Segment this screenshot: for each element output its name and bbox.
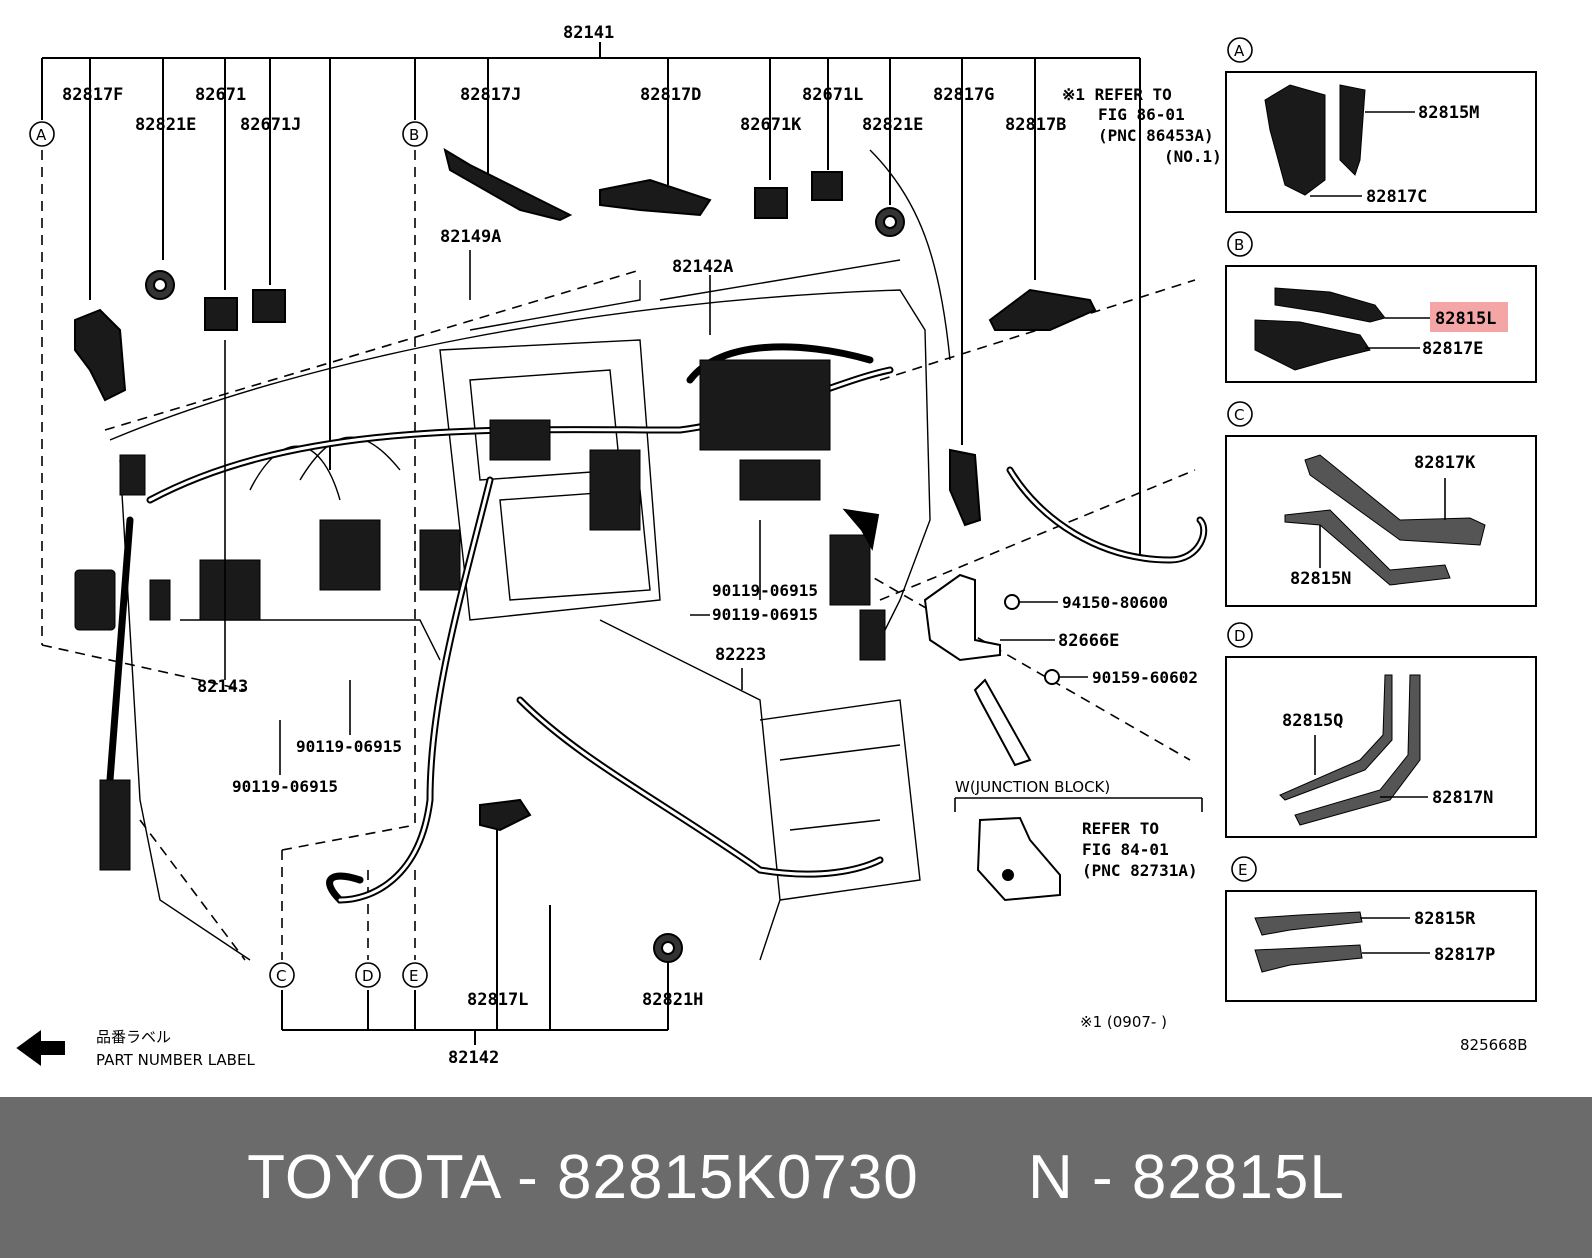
part-number-caption: TOYOTA - 82815K0730 N - 82815L — [247, 1143, 1345, 1212]
label-82666E: 82666E — [1058, 631, 1119, 651]
inset-labels: 82815M 82817C 82815L 82817E 82817K 82815… — [1282, 103, 1496, 965]
marker-A-main: A — [36, 126, 47, 144]
inset-A-part-2: 82817C — [1366, 187, 1427, 207]
inset-E-part-2: 82817P — [1434, 945, 1495, 965]
label-82149A: 82149A — [440, 227, 501, 247]
junction-block-note: W(JUNCTION BLOCK) REFER TO FIG 84-01 (PN… — [955, 778, 1198, 880]
label-90119-d: 90119-06915 — [232, 777, 338, 796]
inset-B-part-1: 82815L — [1435, 309, 1496, 329]
inset-E-part-1: 82815R — [1414, 909, 1476, 929]
ref1-line4: (NO.1) — [1164, 147, 1222, 166]
arrows — [16, 508, 880, 1066]
label-90119-b: 90119-06915 — [712, 605, 818, 624]
label-82821E-b: 82821E — [862, 115, 923, 135]
ref1-line1: ※1 REFER TO — [1062, 85, 1172, 104]
section-markers — [29, 37, 1257, 988]
reference-note-1: ※1 REFER TO FIG 86-01 (PNC 86453A) (NO.1… — [1062, 85, 1222, 166]
bottom-bracket — [281, 820, 669, 1045]
label-82817D: 82817D — [640, 85, 701, 105]
label-82817G: 82817G — [933, 85, 994, 105]
junction-title: W(JUNCTION BLOCK) — [955, 778, 1110, 796]
diagram-svg: A B C D E A B C D E 82141 82142 82817F 8… — [16, 23, 1537, 1069]
inset-D-letter: D — [1234, 627, 1246, 645]
label-82671J: 82671J — [240, 115, 301, 135]
inset-E-letter: E — [1238, 861, 1247, 879]
inset-boxes — [1225, 71, 1537, 1002]
ref2-line3: (PNC 82731A) — [1082, 861, 1198, 880]
inset-parts — [1254, 84, 1486, 973]
label-82821H: 82821H — [642, 990, 703, 1010]
date-note: ※1 (0907- ) — [1080, 1013, 1167, 1031]
marker-D-main: D — [362, 967, 374, 985]
top-bracket — [41, 42, 1141, 555]
inset-D-part-1: 82815Q — [1282, 711, 1343, 731]
label-90119-a: 90119-06915 — [712, 581, 818, 600]
legend-english: PART NUMBER LABEL — [96, 1051, 255, 1069]
inset-D-part-2: 82817N — [1432, 788, 1493, 808]
inset-C-part-1: 82817K — [1414, 453, 1476, 473]
highlight-82815L — [1430, 302, 1508, 332]
ref2-line2: FIG 84-01 — [1082, 840, 1169, 859]
label-90119-c: 90119-06915 — [296, 737, 402, 756]
label-82817L: 82817L — [467, 990, 528, 1010]
junction-bracket — [954, 797, 1203, 812]
label-82817F: 82817F — [62, 85, 123, 105]
drawing-code: 825668B — [1460, 1036, 1528, 1054]
wiring-diagram: A B C D E A B C D E 82141 82142 82817F 8… — [16, 23, 1537, 1069]
label-82143: 82143 — [197, 677, 248, 697]
inset-leaders — [1310, 111, 1446, 954]
label-82142A: 82142A — [672, 257, 733, 277]
label-82821E-a: 82821E — [135, 115, 196, 135]
leader-lines — [224, 250, 1088, 775]
label-90159: 90159-60602 — [1092, 668, 1198, 687]
inset-C-letter: C — [1234, 406, 1244, 424]
label-82671: 82671 — [195, 85, 246, 105]
callout-labels: 82141 82142 82817F 82671 82821E 82671J 8… — [62, 23, 1198, 1068]
label-82142: 82142 — [448, 1048, 499, 1068]
ref1-line2: FIG 86-01 — [1098, 105, 1185, 124]
inset-A-part-1: 82815M — [1418, 103, 1479, 123]
ref1-line3: (PNC 86453A) — [1098, 126, 1214, 145]
label-82671K: 82671K — [740, 115, 802, 135]
label-82223: 82223 — [715, 645, 766, 665]
inset-B-part-2: 82817E — [1422, 339, 1483, 359]
label-82671L: 82671L — [802, 85, 863, 105]
small-parts — [74, 147, 1097, 963]
marker-C-main: C — [276, 967, 286, 985]
marker-B-main: B — [409, 126, 419, 144]
label-82141: 82141 — [563, 23, 614, 43]
dashed-guides — [41, 150, 1196, 961]
footer-bar: TOYOTA - 82815K0730 N - 82815L — [0, 1097, 1592, 1258]
marker-E-main: E — [409, 967, 418, 985]
inset-A-letter: A — [1234, 42, 1245, 60]
connector-blocks — [74, 359, 886, 871]
section-marker-labels: A B C D E A B C D E — [36, 42, 1247, 985]
label-82817B: 82817B — [1005, 115, 1066, 135]
inset-C-part-2: 82815N — [1290, 569, 1351, 589]
label-82817J: 82817J — [460, 85, 521, 105]
dashboard-outline — [109, 149, 951, 961]
inset-B-letter: B — [1234, 236, 1244, 254]
legend-japanese: 品番ラベル — [96, 1028, 171, 1046]
label-94150: 94150-80600 — [1062, 593, 1168, 612]
ref2-line1: REFER TO — [1082, 819, 1159, 838]
